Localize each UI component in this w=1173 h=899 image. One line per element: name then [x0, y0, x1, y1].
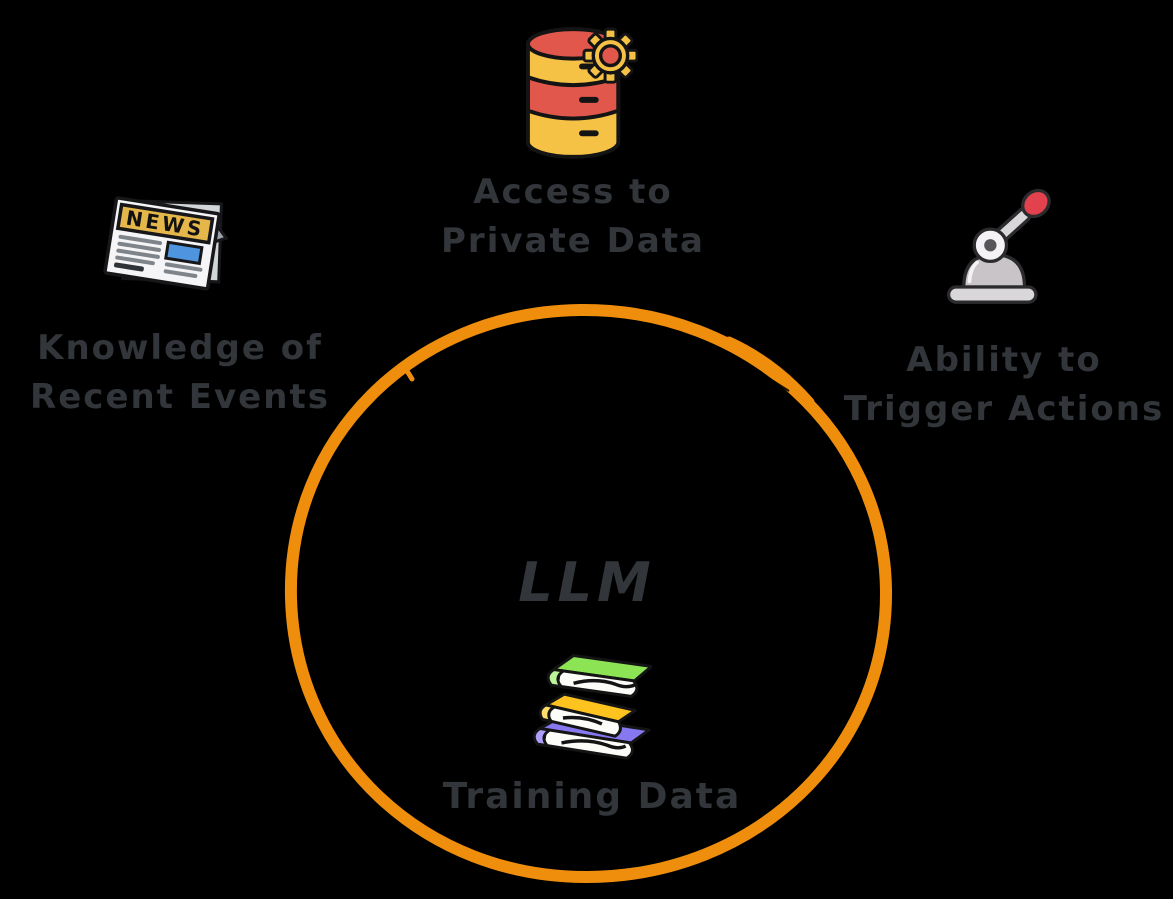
database-gear-icon [525, 27, 638, 159]
books-icon [532, 654, 652, 760]
label-line: Trigger Actions [843, 389, 1165, 429]
circle-overlap-gap [755, 369, 790, 392]
circle-tick [401, 363, 415, 382]
label-line: Recent Events [30, 377, 330, 417]
gear-icon [582, 27, 638, 84]
recent-events-label: Knowledge of Recent Events [30, 324, 330, 422]
book-yellow [538, 692, 637, 738]
lever-knob [1021, 188, 1051, 219]
label-line: Access to [473, 172, 673, 212]
lever-icon [946, 188, 1051, 304]
book-green [546, 654, 652, 698]
newspaper-icon: NEWS [103, 196, 229, 291]
news-photo [164, 240, 204, 266]
news-banner [115, 202, 215, 245]
llm-title: LLM [518, 551, 656, 614]
private-data-label: Access to Private Data [441, 168, 705, 266]
training-data-label: Training Data [442, 776, 742, 817]
label-line: Ability to [906, 340, 1102, 380]
newspaper-front-page: NEWS [103, 196, 221, 291]
trigger-actions-label: Ability to Trigger Actions [844, 336, 1164, 434]
label-line: Knowledge of [37, 328, 323, 368]
lever-base-plate [946, 285, 1038, 304]
circle-main-stroke [284, 303, 893, 884]
label-line: Private Data [441, 221, 705, 261]
circle-overlap-stroke [724, 336, 815, 407]
